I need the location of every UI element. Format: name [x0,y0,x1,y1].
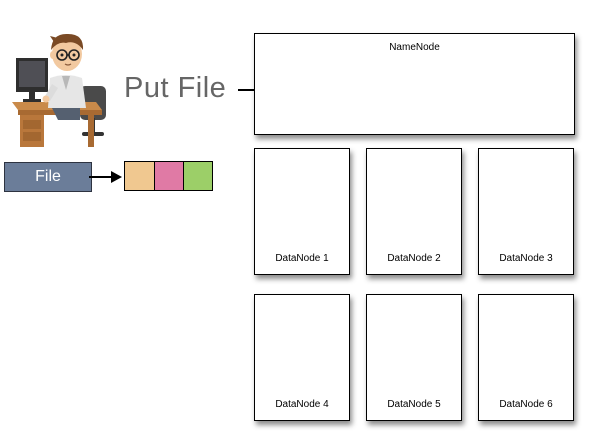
datanode-label: DataNode 6 [499,399,553,410]
file-block-2 [154,161,184,191]
datanode-label: DataNode 3 [499,253,553,264]
datanode-4-box: DataNode 4 [254,294,350,421]
put-file-label: Put File [124,72,227,104]
datanode-6-box: DataNode 6 [478,294,574,421]
datanode-5-box: DataNode 5 [366,294,462,421]
file-block-3 [183,161,213,191]
namenode-label: NameNode [389,42,440,53]
datanode-label: DataNode 4 [275,399,329,410]
datanode-3-box: DataNode 3 [478,148,574,275]
namenode-box: NameNode [254,33,575,135]
datanode-1-box: DataNode 1 [254,148,350,275]
developer-at-desk-illustration [12,33,106,147]
file-box: File [4,162,92,192]
datanode-label: DataNode 1 [275,253,329,264]
datanode-label: DataNode 2 [387,253,441,264]
file-block-1 [124,161,155,191]
arrow-right-icon [89,171,122,183]
datanode-label: DataNode 5 [387,399,441,410]
datanode-2-box: DataNode 2 [366,148,462,275]
